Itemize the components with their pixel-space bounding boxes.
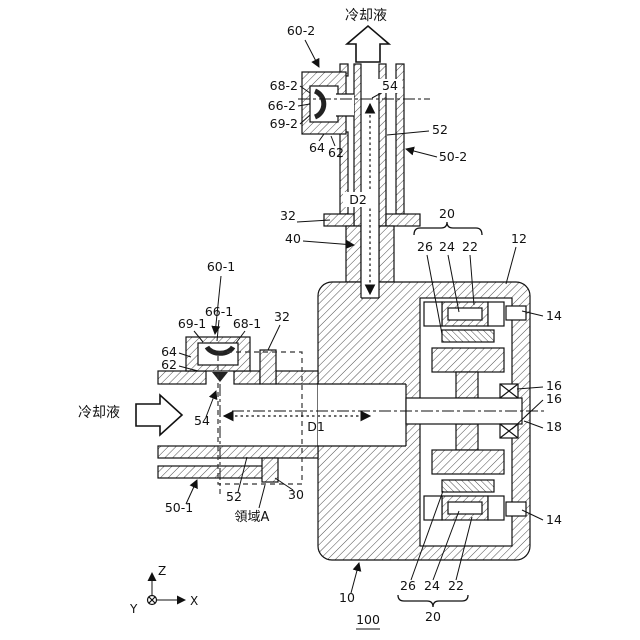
label-16-a: 16	[546, 378, 562, 393]
label-32-top: 32	[280, 208, 296, 223]
valve-60-2-port	[336, 94, 354, 116]
label-d1: D1	[307, 419, 325, 434]
brace-20-bottom	[397, 594, 469, 608]
rotor-top	[431, 347, 505, 399]
brace-20-top	[413, 221, 483, 236]
coil-slot-top	[447, 307, 483, 321]
connector-wall-left	[345, 225, 362, 283]
coil-slot-bottom	[447, 501, 483, 515]
rotor-core-top	[431, 347, 505, 373]
label-68-1: 68-1	[233, 316, 261, 331]
flange-bar-right	[385, 213, 421, 227]
label-26-bottom: 26	[400, 578, 416, 593]
pipe-top-wall-a	[157, 370, 207, 385]
label-52-top: 52	[432, 122, 448, 137]
flange-32-left	[259, 349, 277, 385]
valve-60-2	[301, 71, 354, 135]
rotor-core-bottom	[431, 449, 505, 475]
rotor-hub-top	[455, 371, 479, 399]
label-68-2: 68-2	[270, 78, 298, 93]
coolant-gallery	[318, 384, 406, 446]
end-winding-top-right	[487, 301, 505, 327]
label-69-1: 69-1	[178, 316, 206, 331]
dimension-d2: D2	[343, 102, 376, 296]
label-62-top: 62	[328, 145, 344, 160]
label-54-top: 54	[382, 78, 398, 93]
magnet-bottom	[441, 479, 495, 493]
label-12: 12	[511, 231, 527, 246]
rotor-hub-bottom	[455, 423, 479, 451]
valve-60-2-diaphragm	[313, 88, 327, 120]
left-pipe	[157, 349, 319, 483]
label-50-2: 50-2	[439, 149, 467, 164]
axis-triad: Z X Y	[129, 564, 198, 616]
inner-pipe-bottom-wall	[157, 445, 319, 459]
label-d2: D2	[349, 192, 367, 207]
flange-30	[261, 457, 279, 483]
label-18: 18	[546, 419, 562, 434]
label-16-b: 16	[546, 391, 562, 406]
housing-channel-14-bottom	[505, 501, 527, 517]
outer-pipe-bottom-wall	[157, 465, 269, 479]
bearing-top	[499, 383, 519, 399]
label-54-left: 54	[194, 413, 210, 428]
pipe-top-wall-c	[275, 370, 319, 385]
label-14-top: 14	[546, 308, 562, 323]
housing-channel-14-top	[505, 305, 527, 321]
label-26-top: 26	[417, 239, 433, 254]
label-22-bottom: 22	[448, 578, 464, 593]
stator-bottom	[423, 479, 505, 521]
end-winding-bottom-right	[487, 495, 505, 521]
magnet-top	[441, 329, 495, 343]
valve-60-1-seat	[212, 372, 228, 382]
label-66-1: 66-1	[205, 304, 233, 319]
label-100: 100	[356, 612, 380, 627]
label-22-top: 22	[462, 239, 478, 254]
stator-top	[423, 301, 505, 343]
label-64-top: 64	[309, 140, 325, 155]
label-coolant-left: 冷却液	[78, 405, 120, 421]
rotor-bottom	[431, 423, 505, 475]
end-winding-bottom-left	[423, 495, 443, 521]
label-60-1: 60-1	[207, 259, 235, 274]
dimension-d1: D1	[222, 410, 372, 434]
labels: 60-2 68-2 66-2 69-2 64 62 54 52 50-2 32 …	[161, 23, 562, 630]
label-66-2: 66-2	[268, 98, 296, 113]
label-32-left: 32	[274, 309, 290, 324]
label-axis-z: Z	[158, 564, 166, 578]
leader-lines	[178, 39, 544, 594]
pipe-top-wall-b	[233, 370, 261, 385]
label-69-2: 69-2	[270, 116, 298, 131]
label-50-1: 50-1	[165, 500, 193, 515]
valve-60-1-diaphragm	[204, 345, 236, 356]
label-region-a: 領域A	[235, 509, 270, 525]
label-30: 30	[288, 487, 304, 502]
label-60-2: 60-2	[287, 23, 315, 38]
connector-wall-right	[378, 225, 395, 283]
label-52-bottom: 52	[226, 489, 242, 504]
label-axis-y: Y	[129, 602, 138, 616]
label-24-bottom: 24	[424, 578, 440, 593]
label-24-top: 24	[439, 239, 455, 254]
coolant-inlet-arrow	[135, 393, 184, 437]
label-20-top: 20	[439, 206, 455, 221]
coolant-outlet-arrow	[344, 24, 392, 63]
label-62-left: 62	[161, 357, 177, 372]
label-40: 40	[285, 231, 301, 246]
label-10: 10	[339, 590, 355, 605]
label-20-bottom: 20	[425, 609, 441, 624]
flange-32-top	[323, 213, 421, 227]
label-axis-x: X	[190, 594, 198, 608]
label-14-bottom: 14	[546, 512, 562, 527]
label-64-left: 64	[161, 344, 177, 359]
label-coolant-top: 冷却液	[345, 8, 387, 24]
